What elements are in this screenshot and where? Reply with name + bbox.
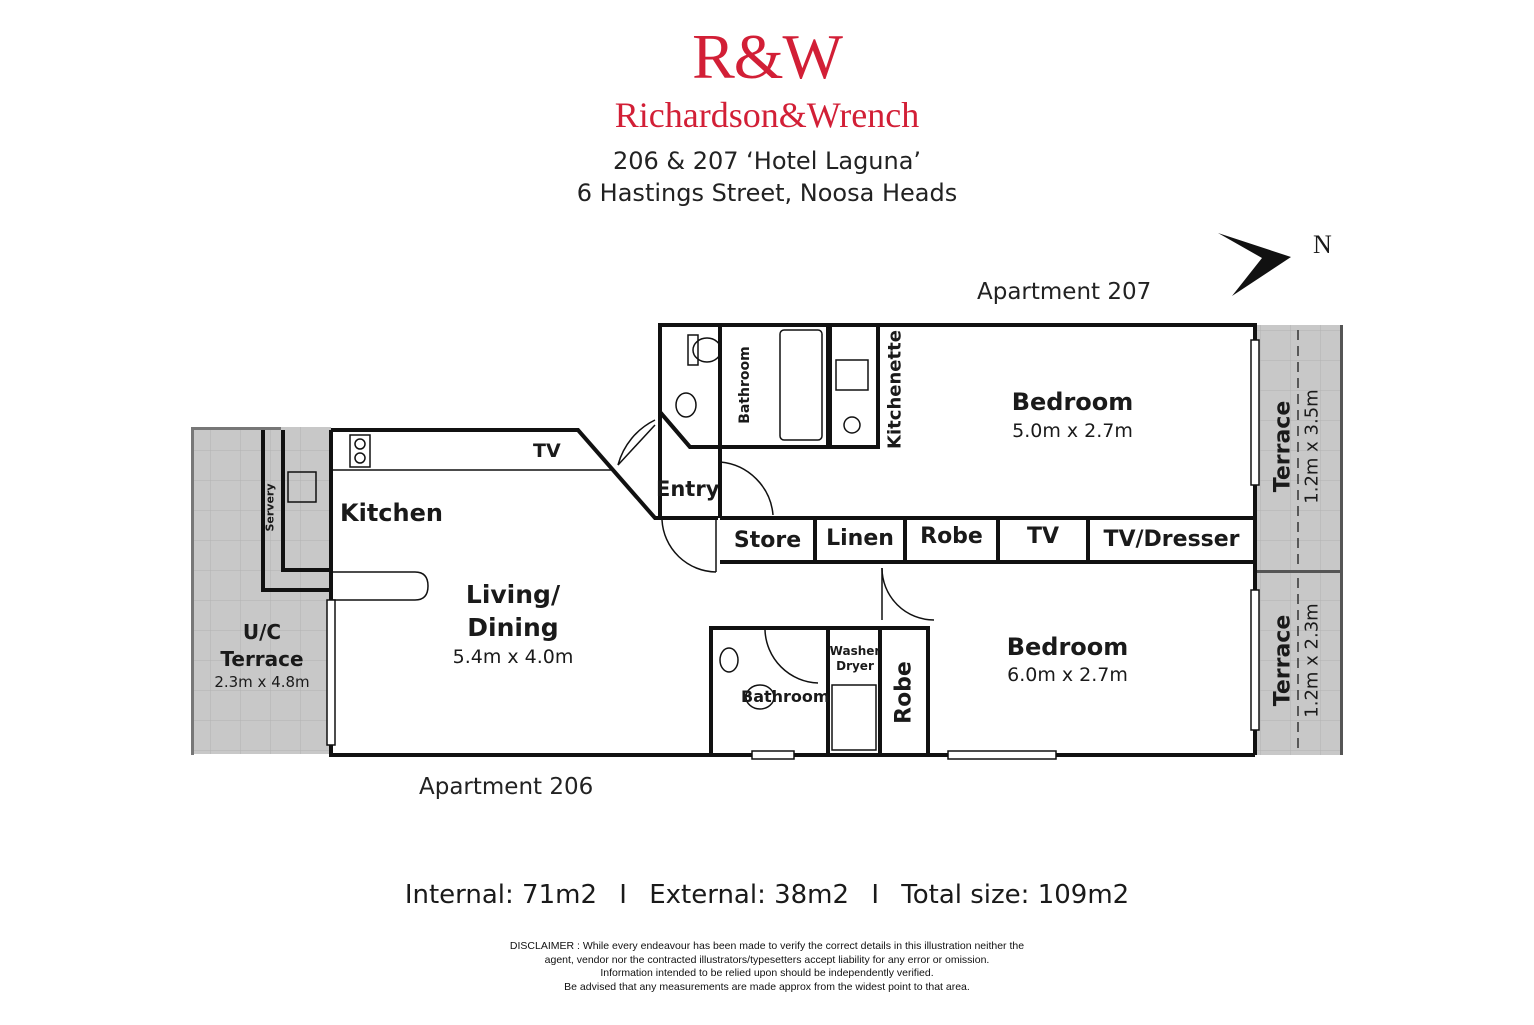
robe-mid-label: Robe <box>920 524 983 549</box>
robe-bottom-label: Robe <box>891 661 917 724</box>
terrace-bottom-area <box>1256 573 1342 755</box>
uc-terrace-label: Terrace <box>220 647 304 671</box>
terrace-top-size: 1.2m x 3.5m <box>1301 389 1323 504</box>
bedroom-207-size: 5.0m x 2.7m <box>1012 420 1133 442</box>
bedroom-206-label: Bedroom <box>1006 633 1129 661</box>
tv-dresser-label: TV/Dresser <box>1103 527 1240 552</box>
terrace-top-area <box>1256 325 1342 570</box>
tv-mid-label: TV <box>1026 524 1060 549</box>
bedroom-206-size: 6.0m x 2.7m <box>1007 664 1128 686</box>
brand-logo-mark: R&W <box>692 21 843 92</box>
apartment-206-label: Apartment 206 <box>419 774 594 800</box>
servery-label: Servery <box>263 483 277 532</box>
brand-logo-name: Richardson&Wrench <box>614 95 920 135</box>
summary-separator: I <box>619 880 627 910</box>
bedroom-207-label: Bedroom <box>1011 388 1134 416</box>
kitchenette-label: Kitchenette <box>884 330 906 449</box>
area-summary: Internal: 71m2 I External: 38m2 I Total … <box>0 880 1534 910</box>
total-area: Total size: 109m2 <box>901 880 1130 910</box>
uc-terrace-size: 2.3m x 4.8m <box>214 673 310 691</box>
disclaimer-line-3: Information intended to be relied upon s… <box>600 967 934 979</box>
uc-label: U/C <box>242 620 282 644</box>
disclaimer-line-1: DISCLAIMER : While every endeavour has b… <box>509 940 1025 952</box>
apartment-207-label: Apartment 207 <box>977 279 1152 305</box>
store-label: Store <box>733 528 802 553</box>
bathroom-bottom-label: Bathroom <box>741 687 830 706</box>
tv-kitchen-label: TV <box>533 440 561 462</box>
north-label: N <box>1313 230 1332 259</box>
linen-label: Linen <box>826 526 894 551</box>
washer-label: Washer <box>829 644 881 658</box>
disclaimer: DISCLAIMER : While every endeavour has b… <box>0 940 1534 994</box>
dining-label: Dining <box>467 613 559 642</box>
dryer-label: Dryer <box>836 659 874 673</box>
address-line-1: 206 & 207 ‘Hotel Laguna’ <box>612 147 922 175</box>
living-label: Living/ <box>465 580 561 609</box>
disclaimer-line-2: agent, vendor nor the contracted illustr… <box>544 953 990 966</box>
bathroom-top-label: Bathroom <box>737 346 753 424</box>
entry-label: Entry <box>656 477 720 501</box>
summary-separator: I <box>871 880 879 910</box>
living-size: 5.4m x 4.0m <box>452 646 574 668</box>
internal-area: Internal: 71m2 <box>404 880 597 910</box>
kitchen-label: Kitchen <box>340 499 443 527</box>
terrace-bottom-size: 1.2m x 2.3m <box>1301 603 1323 718</box>
address-line-2: 6 Hastings Street, Noosa Heads <box>576 179 958 207</box>
terrace-bottom-label: Terrace <box>1270 614 1296 707</box>
north-arrow-icon <box>1218 233 1291 296</box>
disclaimer-line-4: Be advised that any measurements are mad… <box>564 980 970 993</box>
terrace-top-label: Terrace <box>1270 400 1296 493</box>
external-area: External: 38m2 <box>649 880 850 910</box>
